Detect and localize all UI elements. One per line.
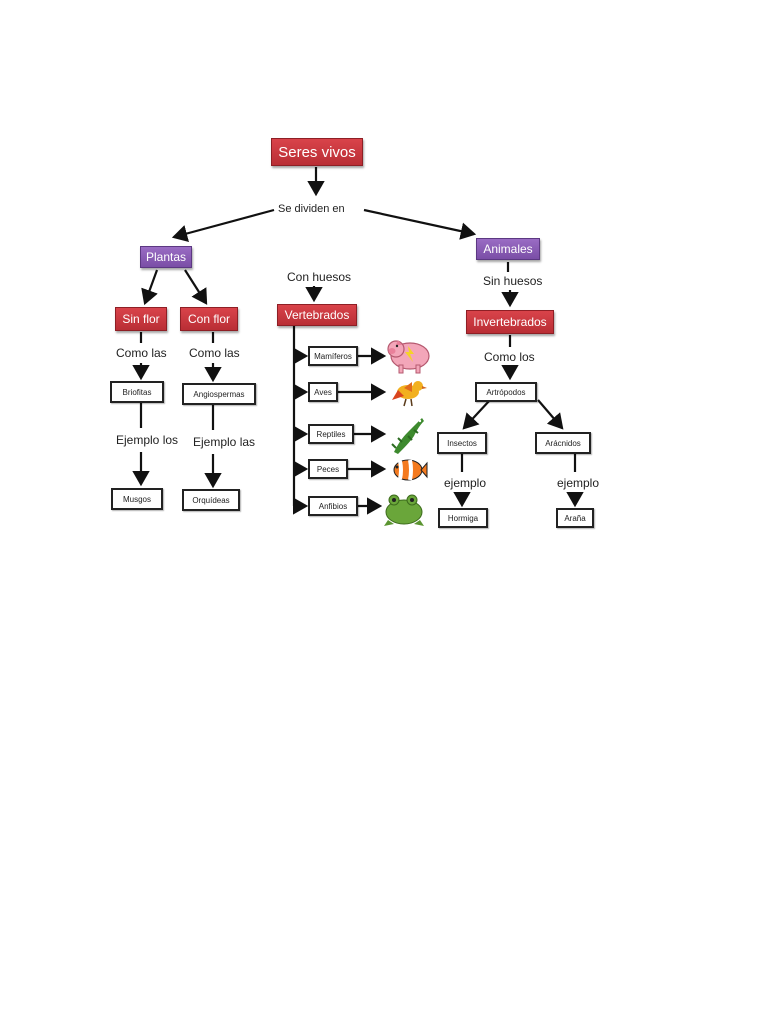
node-briofitas: Briofitas [110, 381, 164, 403]
node-musgos: Musgos [111, 488, 163, 510]
label-con-huesos: Con huesos [287, 270, 352, 284]
node-vertebrados: Vertebrados [277, 304, 357, 326]
node-mamiferos: Mamíferos [308, 346, 358, 366]
node-arana: Araña [556, 508, 594, 528]
node-aves: Aves [308, 382, 338, 402]
node-peces: Peces [308, 459, 348, 479]
label-ejemplo-insectos: ejemplo [444, 476, 487, 490]
node-con-flor: Con flor [180, 307, 238, 331]
node-artropodos: Artrópodos [475, 382, 537, 402]
label-sin-huesos: Sin huesos [483, 274, 543, 288]
label-como-los: Como los [484, 350, 535, 364]
node-angiospermas: Angiospermas [182, 383, 256, 405]
label-se-dividen-en: Se dividen en [278, 203, 345, 215]
label-como-las-con-flor: Como las [189, 346, 240, 360]
node-orquideas: Orquídeas [182, 489, 240, 511]
node-sin-flor: Sin flor [115, 307, 167, 331]
bird-icon [392, 381, 427, 407]
node-insectos: Insectos [437, 432, 487, 454]
node-plantas: Plantas [140, 246, 192, 268]
pig-icon [387, 340, 430, 374]
node-invertebrados: Invertebrados [466, 310, 554, 334]
label-ejemplo-los: Ejemplo los [116, 433, 179, 447]
label-ejemplo-aracnidos: ejemplo [557, 476, 600, 490]
node-hormiga: Hormiga [438, 508, 488, 528]
node-reptiles: Reptiles [308, 424, 354, 444]
node-anfibios: Anfibios [308, 496, 358, 516]
node-seres-vivos: Seres vivos [271, 138, 363, 166]
clownfish-icon [393, 459, 428, 481]
label-como-las-sin-flor: Como las [116, 346, 167, 360]
node-aracnidos: Arácnidos [535, 432, 591, 454]
crocodile-icon [391, 418, 424, 454]
node-animales: Animales [476, 238, 540, 260]
frog-icon [384, 494, 424, 526]
label-ejemplo-las: Ejemplo las [193, 435, 256, 449]
